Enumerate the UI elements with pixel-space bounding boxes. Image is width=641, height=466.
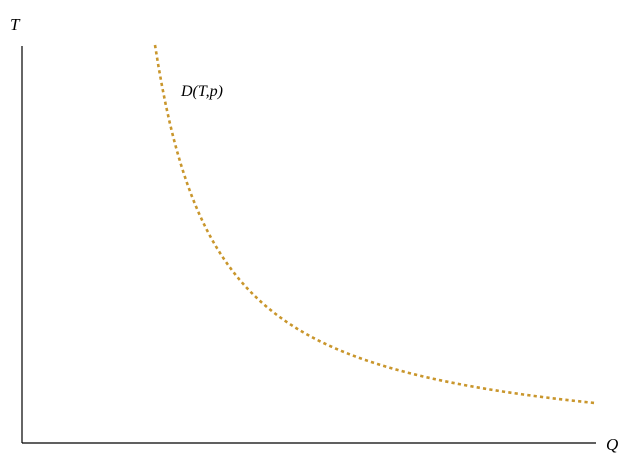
curve-label: D(T,p) — [180, 83, 223, 100]
demand-curve-line — [153, 44, 596, 405]
x-axis-label: Q — [606, 435, 618, 454]
y-axis-label: T — [10, 15, 21, 34]
